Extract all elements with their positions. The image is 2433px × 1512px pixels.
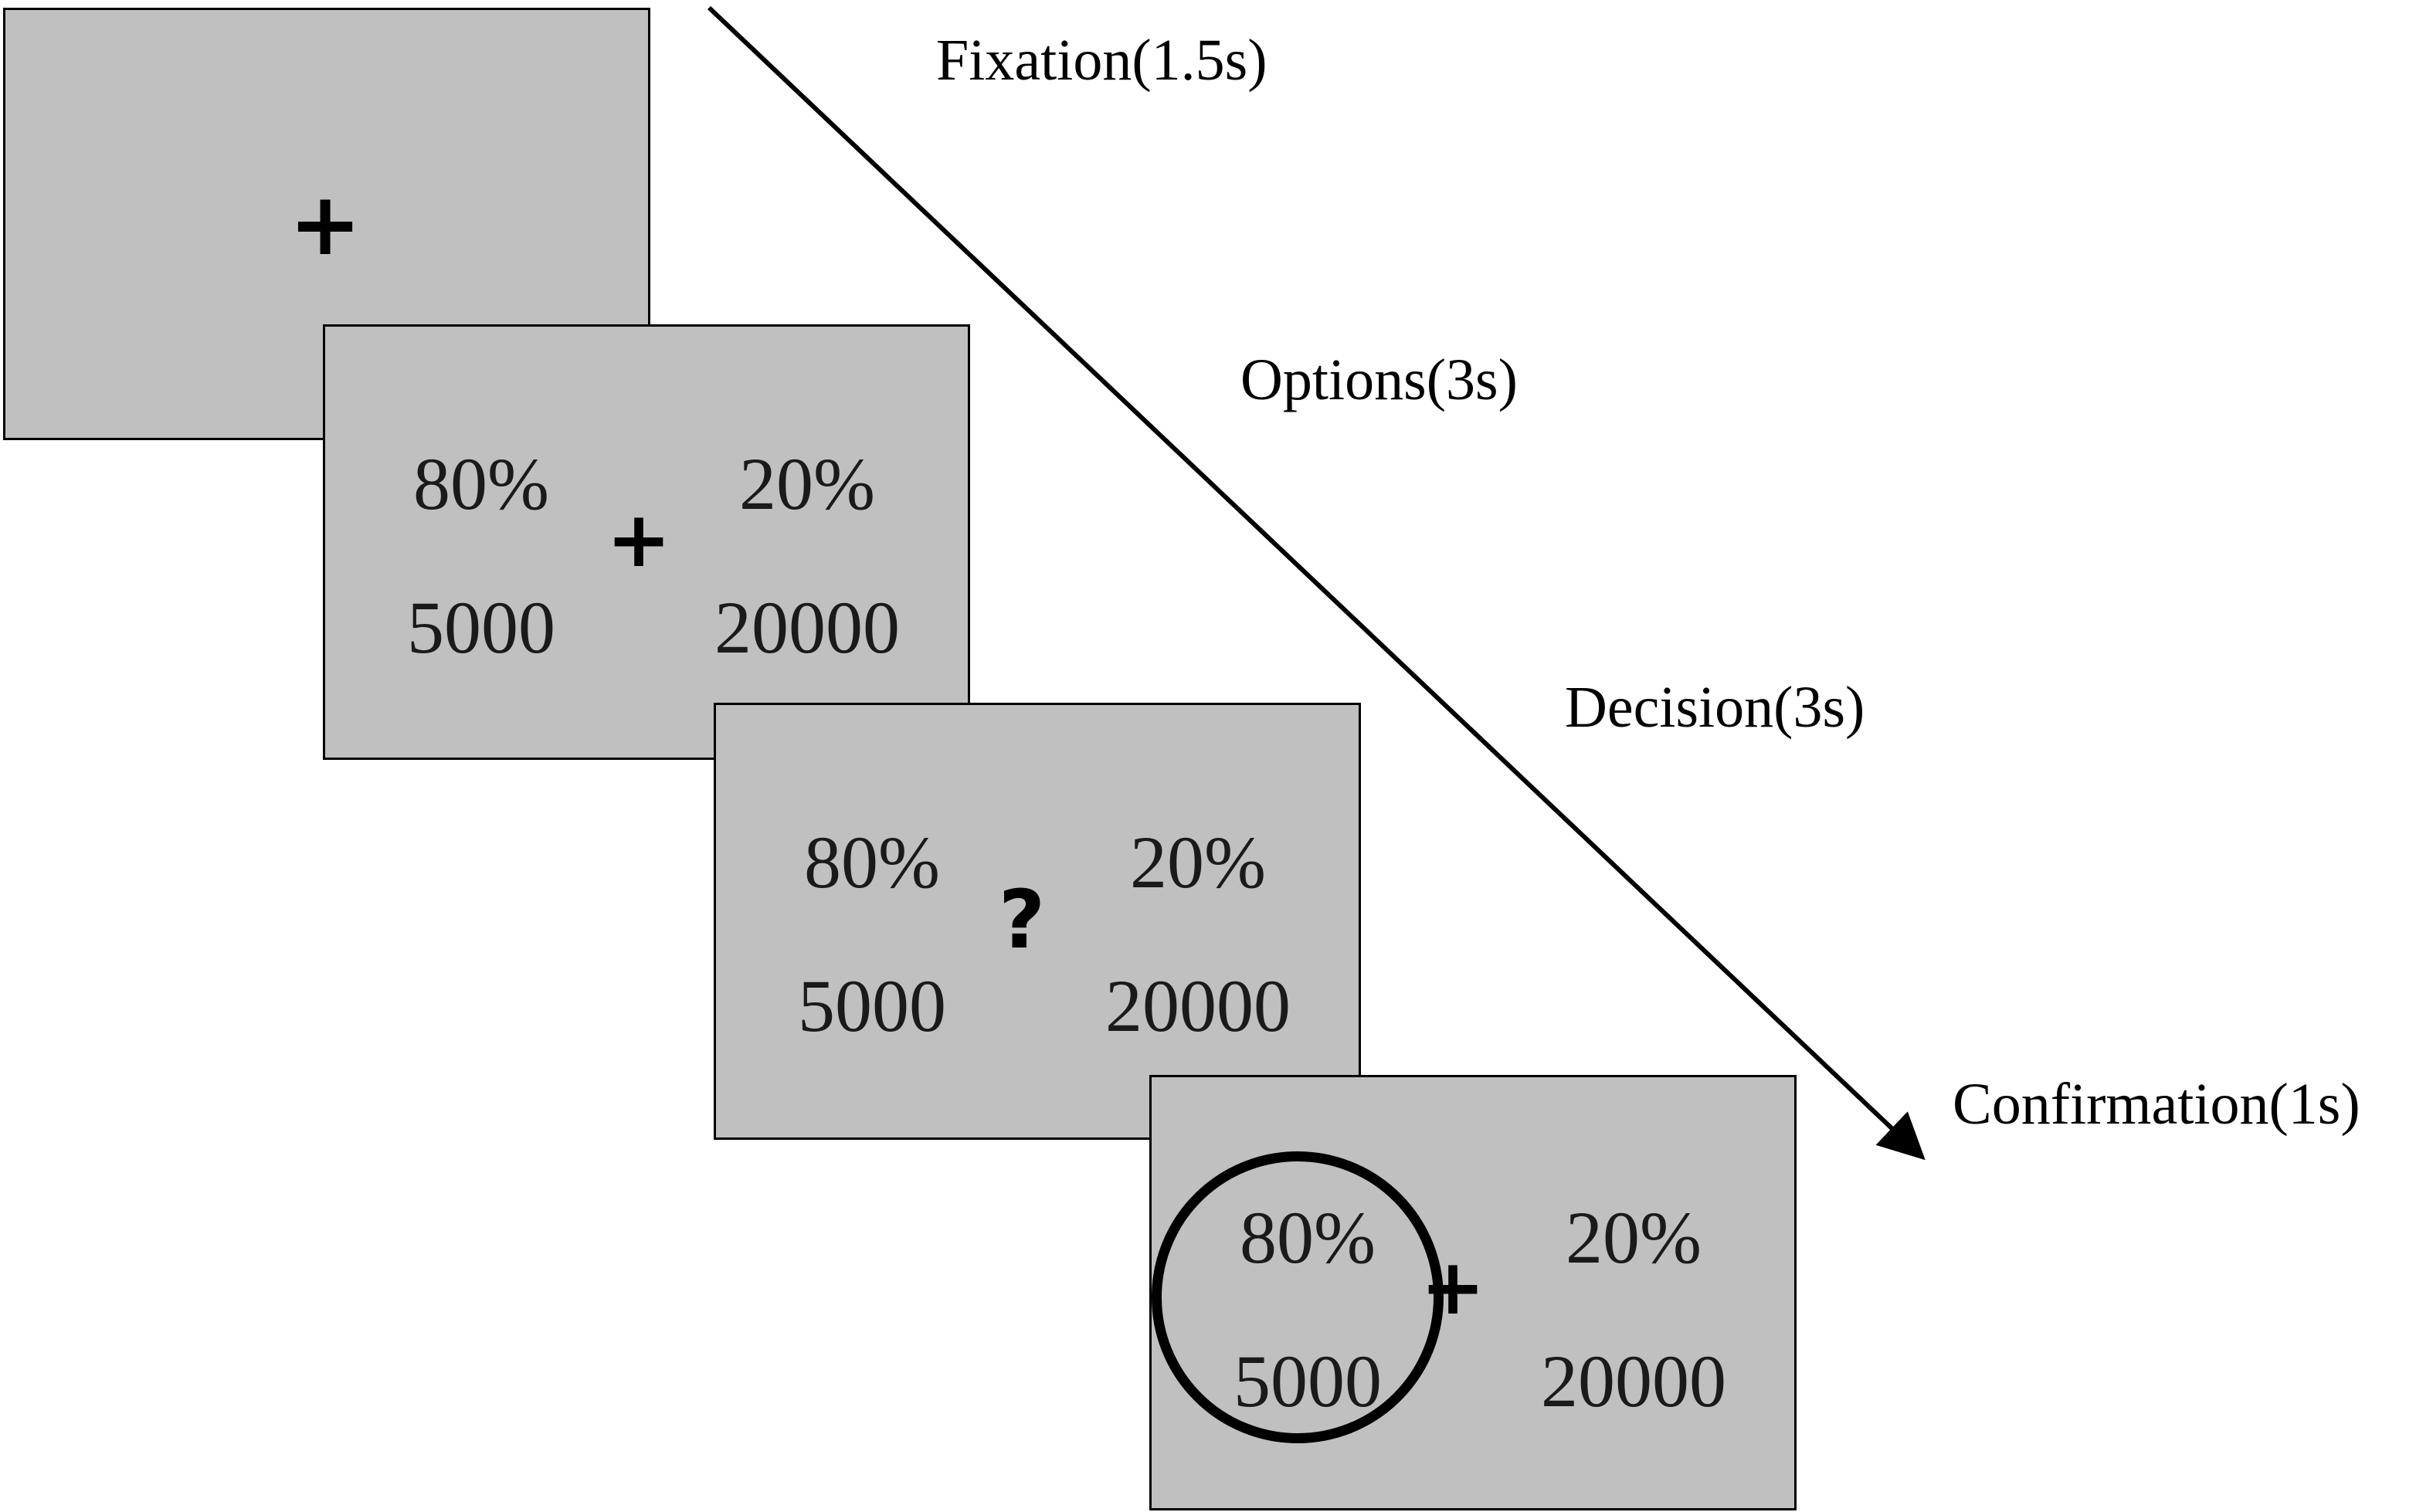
options-screen: 80% 5000 + 20% 20000 bbox=[323, 324, 970, 760]
phase-label-options: Options(3s) bbox=[1240, 347, 1518, 412]
right-option-probability: 20% bbox=[1566, 1196, 1702, 1279]
time-arrow-line bbox=[707, 5, 1926, 1161]
fixation-cross: + bbox=[606, 494, 671, 585]
right-option-probability: 20% bbox=[1130, 821, 1266, 903]
phase-label-fixation: Fixation(1.5s) bbox=[936, 28, 1267, 93]
question-mark: ? bbox=[998, 873, 1046, 967]
decision-screen: 80% 5000 ? 20% 20000 bbox=[714, 703, 1361, 1140]
right-option-probability: 20% bbox=[739, 442, 875, 525]
right-option-amount: 20000 bbox=[1105, 964, 1291, 1047]
phase-label-decision: Decision(3s) bbox=[1565, 675, 1865, 740]
fixation-cross: + bbox=[289, 175, 361, 275]
right-option-amount: 20000 bbox=[714, 586, 900, 669]
confirmation-screen: 80% 5000 + 20% 20000 bbox=[1149, 1075, 1797, 1510]
left-option-probability: 80% bbox=[1240, 1196, 1376, 1279]
left-option-amount: 5000 bbox=[798, 964, 946, 1047]
right-option-amount: 20000 bbox=[1541, 1340, 1726, 1422]
left-option-probability: 80% bbox=[804, 821, 940, 903]
left-option-amount: 5000 bbox=[1233, 1340, 1382, 1422]
left-option-amount: 5000 bbox=[407, 586, 555, 669]
phase-label-confirmation: Confirmation(1s) bbox=[1953, 1072, 2360, 1137]
left-option-probability: 80% bbox=[413, 442, 549, 525]
fixation-cross: + bbox=[1420, 1242, 1485, 1332]
